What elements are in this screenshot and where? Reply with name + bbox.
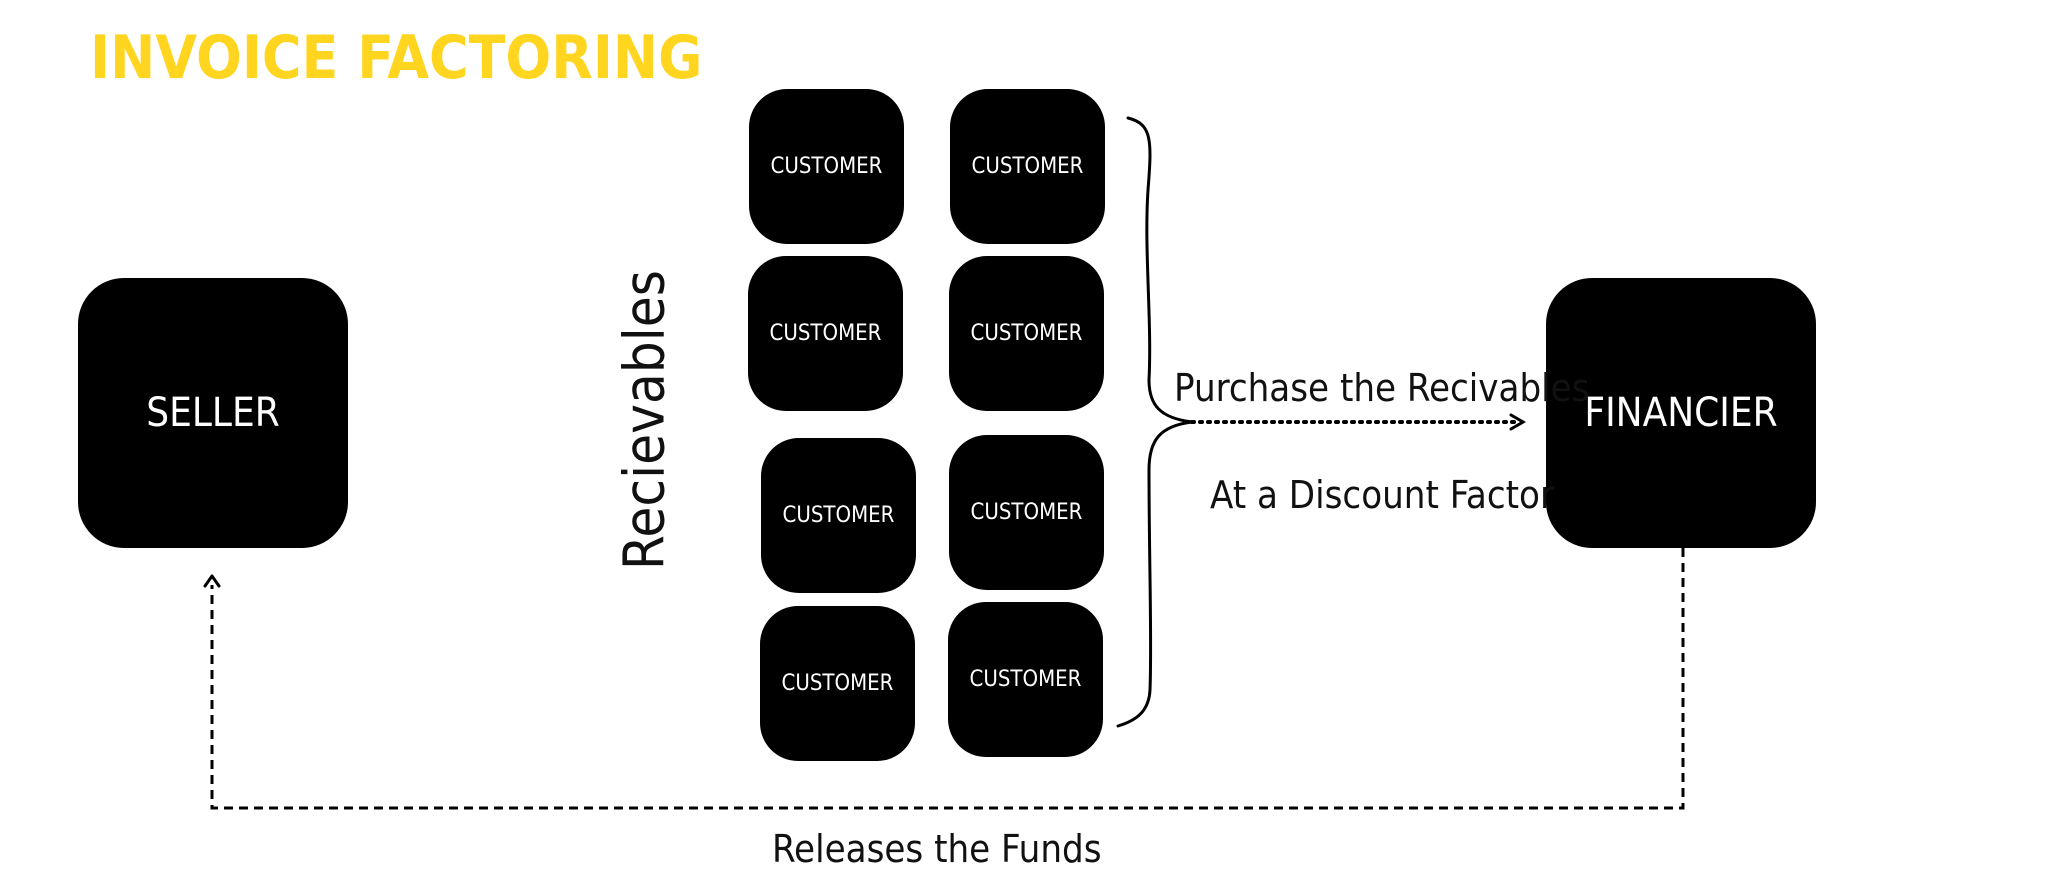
customer-node: CUSTOMER (749, 89, 904, 244)
releases-funds-label: Releases the Funds (772, 827, 1102, 871)
receivables-label: Recievables (612, 269, 678, 571)
customer-node: CUSTOMER (948, 602, 1103, 757)
page-title: INVOICE FACTORING (90, 23, 703, 93)
receivables-brace (1116, 116, 1193, 728)
purchase-label: Purchase the Recivables (1174, 366, 1590, 410)
customer-node: CUSTOMER (949, 435, 1104, 590)
release-funds-arrowhead (203, 574, 221, 588)
financier-node: FINANCIER (1546, 278, 1816, 548)
discount-label: At a Discount Factor (1210, 473, 1554, 517)
customer-node: CUSTOMER (760, 606, 915, 761)
customer-node: CUSTOMER (761, 438, 916, 593)
customer-node: CUSTOMER (949, 256, 1104, 411)
seller-node: SELLER (78, 278, 348, 548)
customer-node: CUSTOMER (748, 256, 903, 411)
customer-node: CUSTOMER (950, 89, 1105, 244)
